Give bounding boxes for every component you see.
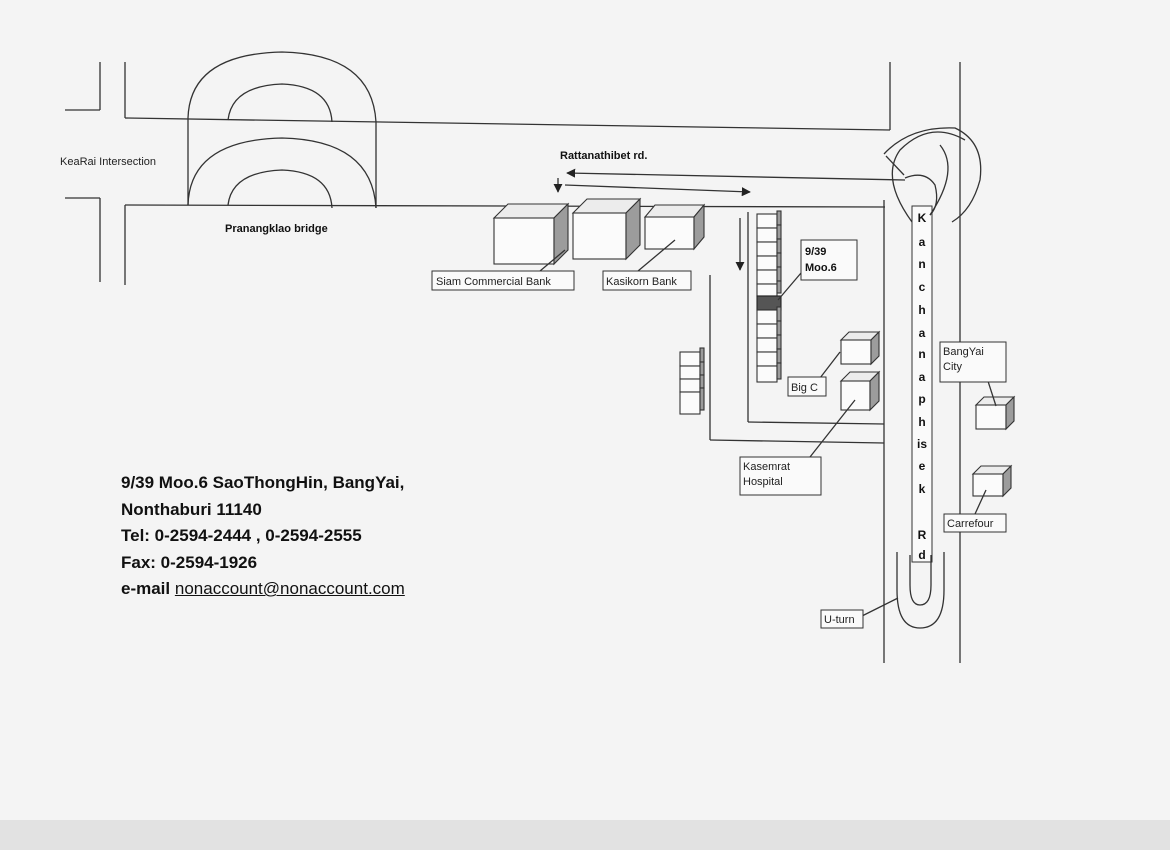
u-turn-callout: U-turn — [820, 609, 864, 629]
bangyai-city-callout: BangYai City — [939, 341, 1007, 383]
direction-arrows — [553, 168, 906, 271]
small-stacked-buildings — [679, 347, 705, 415]
telephone-line: Tel: 0-2594-2444 , 0-2594-2555 — [121, 526, 362, 545]
address-block: 9/39 Moo.6 SaoThongHin, BangYai, Nonthab… — [121, 470, 405, 603]
big-c-callout: Big C — [787, 376, 827, 397]
pranangklao-bridge-label: Pranangklao bridge — [225, 223, 328, 235]
road-letter: a — [919, 370, 926, 384]
kasemrat-hospital-label-line2: Hospital — [743, 476, 783, 488]
kasemrat-hospital-label-line1: Kasemrat — [743, 461, 790, 473]
side-roads — [709, 212, 885, 444]
carrefour-label: Carrefour — [947, 518, 994, 530]
road-letter: K — [918, 211, 927, 225]
kearai-intersection-roads — [65, 62, 126, 285]
email-line: e-mail nonaccount@nonaccount.com — [121, 576, 405, 603]
email-link[interactable]: nonaccount@nonaccount.com — [174, 579, 405, 598]
kasikorn-bank-label: Kasikorn Bank — [606, 276, 677, 288]
road-letter: R — [918, 528, 927, 542]
road-letter: a — [919, 326, 926, 340]
shophouse-row — [756, 210, 782, 383]
road-letter: a — [919, 235, 926, 249]
kearai-intersection-label: KeaRai Intersection — [60, 156, 156, 168]
kasemrat-hospital-building — [839, 370, 881, 412]
kasikorn-bank-callout: Kasikorn Bank — [602, 270, 692, 291]
email-label: e-mail — [121, 579, 171, 598]
rattanathibet-road-label: Rattanathibet rd. — [560, 150, 647, 162]
road-letter: n — [918, 347, 925, 361]
carrefour-building — [971, 464, 1013, 498]
road-letter: c — [919, 280, 926, 294]
road-letter: p — [918, 392, 925, 406]
address-line-2: Nonthaburi 11140 — [121, 499, 262, 519]
rattanathibet-road — [124, 62, 891, 208]
bangyai-city-building — [974, 395, 1016, 431]
u-turn-label: U-turn — [824, 614, 855, 626]
road-letter: k — [919, 482, 926, 496]
siam-commercial-bank-callout: Siam Commercial Bank — [431, 270, 575, 291]
road-letter: h — [918, 415, 925, 429]
pranangklao-bridge — [187, 51, 377, 209]
bangyai-city-label-line1: BangYai — [943, 346, 984, 358]
kasikorn-bank-building — [643, 203, 706, 251]
fax-line: Fax: 0-2594-1926 — [121, 552, 258, 572]
bangyai-city-label-line2: City — [943, 361, 962, 373]
callout-leaders — [539, 239, 997, 617]
kanchanaphisek-label: K a n c h a n a p h is e k R d — [917, 211, 927, 562]
kasemrat-hospital-callout: Kasemrat Hospital — [739, 456, 822, 496]
siam-commercial-bank-building — [492, 197, 642, 266]
carrefour-callout: Carrefour — [943, 513, 1007, 533]
kanchanaphisek-road — [883, 62, 982, 663]
office-callout: 9/39 Moo.6 — [800, 239, 858, 281]
office-label-line1: 9/39 — [805, 246, 826, 258]
road-letter: h — [918, 303, 925, 317]
big-c-building — [839, 330, 881, 366]
paper-edge — [0, 820, 1170, 850]
office-label-line2: Moo.6 — [805, 262, 837, 274]
big-c-label: Big C — [791, 382, 818, 394]
siam-commercial-bank-label: Siam Commercial Bank — [436, 276, 551, 288]
address-line-1: 9/39 Moo.6 SaoThongHin, BangYai, — [121, 473, 405, 492]
road-letter: is — [917, 437, 927, 451]
road-letter: d — [918, 548, 925, 562]
road-letter: n — [918, 257, 925, 271]
road-letter: e — [919, 459, 926, 473]
